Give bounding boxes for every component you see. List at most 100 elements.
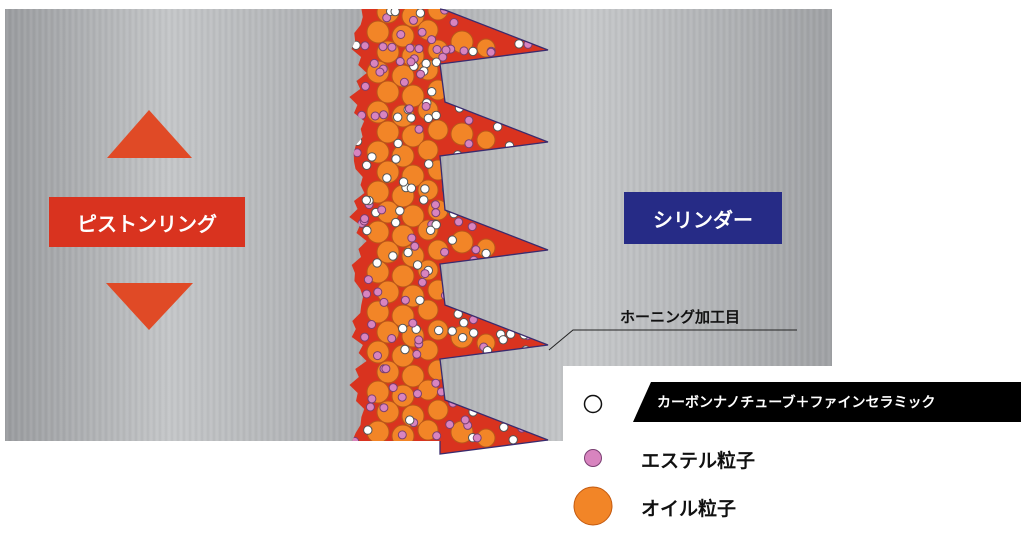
ester-particle [378,42,388,52]
carbon-particle [498,335,508,345]
carbon-particle [395,206,405,216]
cylinder-label: シリンダー [624,192,782,244]
carbon-particle [403,247,413,258]
ester-particle [381,364,391,374]
ester-particle [379,297,389,307]
ester-particle [407,233,417,243]
oil-particle [376,80,400,104]
ester-particle [379,403,389,413]
carbon-particle [393,138,403,149]
arrow-up-icon [107,110,192,158]
carbon-particle [514,39,524,49]
ester-particle [420,269,430,279]
ester-particle [409,15,418,25]
ester-particle [397,430,407,440]
carbon-particle [372,258,382,268]
ester-particle [395,57,405,66]
ester-particle [404,104,414,114]
ester-particle [431,208,441,218]
ester-particle [370,111,380,121]
legend-banner: カーボンナノチューブ＋ファインセラミック [633,382,1021,422]
carbon-particle [469,328,479,338]
ester-particle [432,45,442,54]
ester-particle [362,289,372,299]
ester-particle [431,200,440,210]
carbon-particle [400,344,410,355]
honing-mark-label: ホーニング加工目 [620,308,741,326]
carbon-particle [412,260,423,270]
ester-particle [454,217,464,227]
ester-particle [421,101,431,111]
ester-particle [449,18,459,27]
ester-particle [417,277,427,287]
oil-particle [427,399,449,421]
ester-particle [410,241,420,251]
carbon-particle [425,225,436,236]
carbon-particle [431,110,441,121]
ester-particle [367,320,377,329]
carbon-particle [424,159,434,169]
ester-particle [360,41,370,51]
white-circle-icon [583,394,603,414]
ester-particle [427,35,437,45]
pink-circle-icon [584,449,602,467]
ester-particle [440,247,450,257]
ester-particle [408,318,418,328]
legend: カーボンナノチューブ＋ファインセラミック エステル粒子 オイル粒子 [563,366,1021,535]
carbon-particle [427,87,437,97]
carbon-particle [508,435,518,445]
carbon-particle [406,113,416,123]
oil-particle [376,120,400,144]
carbon-particle [363,425,373,435]
carbon-particle [362,160,372,171]
carbon-particle [431,220,441,230]
ester-particle [441,45,451,55]
ester-particle [400,295,410,305]
carbon-particle [431,57,442,67]
oil-particle [366,20,390,44]
oil-particle [417,299,439,321]
oil-particle [427,119,449,141]
carbon-particle [434,325,444,336]
ester-particle [464,115,474,125]
legend-item-oil: オイル粒子 [563,484,1021,526]
legend-item-ester: エステル粒子 [563,440,1021,480]
honing-grooves-outline [439,8,549,455]
carbon-particle [367,152,377,162]
ester-particle [382,13,392,23]
carbon-particle [382,173,392,183]
ester-particle [412,349,422,359]
carbon-particle [398,177,409,187]
ester-particle [414,44,424,54]
carbon-particle [481,248,491,259]
oil-particle [476,130,496,150]
ester-particle [387,334,397,343]
ester-particle [360,81,370,91]
oil-particle [391,264,415,288]
ester-particle [387,42,397,52]
ester-particle [459,46,469,56]
oil-particle [376,400,400,424]
ester-particle [397,392,407,402]
ester-particle [360,332,370,342]
ester-particle [388,383,398,393]
legend-label-oil: オイル粒子 [641,498,737,520]
carbon-particle [420,184,430,194]
carbon-particle [447,235,457,245]
ester-particle [399,77,409,87]
carbon-particle [468,46,478,57]
ester-particle [375,67,385,77]
ester-particle [373,351,382,361]
ester-particle [471,245,481,255]
ester-particle [365,402,375,412]
ester-particle [417,27,427,37]
ester-particle [486,47,496,57]
ester-particle [367,394,377,404]
ester-particle [413,389,422,399]
carbon-particle [458,333,468,343]
carbon-particle [398,323,408,334]
ester-particle [414,335,424,345]
ester-particle [431,378,441,388]
carbon-particle [415,295,425,305]
carbon-particle [447,326,457,336]
